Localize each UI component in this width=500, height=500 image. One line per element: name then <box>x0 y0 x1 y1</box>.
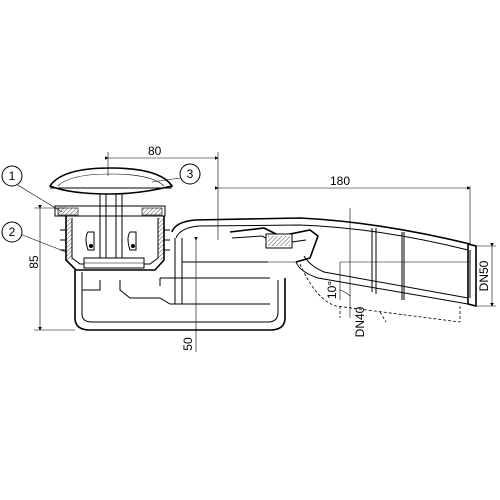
callout-1-number: 1 <box>9 169 16 183</box>
dimension-dn40: DN40 <box>349 208 367 337</box>
callout-3: 3 <box>151 163 201 185</box>
drain-cap-assembly <box>48 167 174 271</box>
dimension-dn50: DN50 <box>476 243 496 307</box>
dim-label-dn50: DN50 <box>477 260 491 291</box>
callout-2-number: 2 <box>9 225 16 239</box>
dimension-angle: 10° <box>325 262 351 300</box>
outlet-pipe <box>171 217 477 323</box>
dimension-85: 85 <box>27 205 75 331</box>
dimension-180: 180 <box>215 174 471 244</box>
dim-label-85: 85 <box>27 255 41 269</box>
dim-label-80: 80 <box>148 144 162 158</box>
dim-label-180: 180 <box>330 174 350 188</box>
callout-1: 1 <box>1 165 63 213</box>
dim-label-50: 50 <box>181 337 195 351</box>
trap-body <box>74 238 286 331</box>
dimension-50: 50 <box>181 237 198 352</box>
dim-label-dn40: DN40 <box>353 306 367 337</box>
dimension-80: 80 <box>105 144 219 240</box>
callout-3-number: 3 <box>187 167 194 181</box>
dim-label-angle: 10° <box>325 281 339 299</box>
callout-2: 2 <box>1 221 67 253</box>
